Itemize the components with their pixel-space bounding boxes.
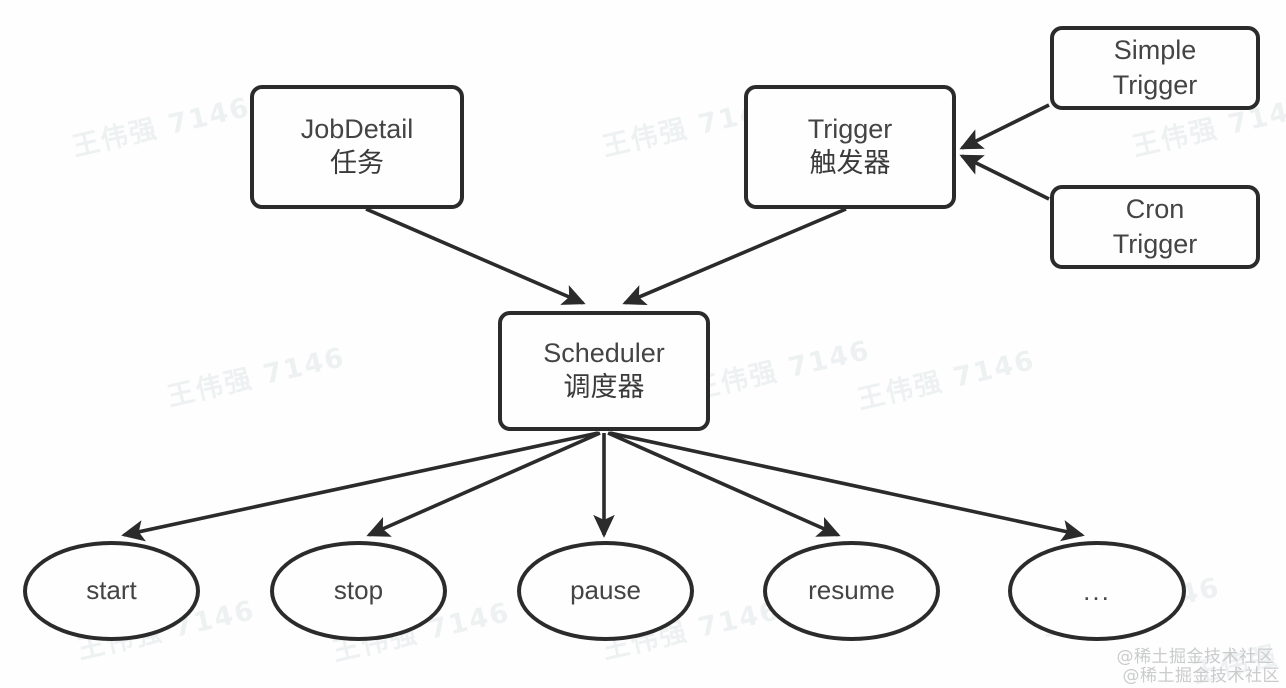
node-stop[interactable]: stop <box>270 541 447 641</box>
edge-simple-trigger-to-trigger <box>959 103 1050 150</box>
node-scheduler[interactable]: Scheduler 调度器 <box>498 311 710 431</box>
node-scheduler-label-cn: 调度器 <box>563 372 645 403</box>
node-trigger-label-en: Trigger <box>807 114 893 145</box>
node-cron-trigger[interactable]: Cron Trigger <box>1050 185 1260 269</box>
node-trigger[interactable]: Trigger 触发器 <box>744 85 956 209</box>
edge-scheduler-to-start <box>121 431 599 542</box>
edge-scheduler-to-resume <box>607 431 841 537</box>
node-cron-trigger-label-line2: Trigger <box>1112 229 1198 259</box>
node-ellipsis-label: ... <box>1083 575 1111 606</box>
edge-trigger-to-scheduler <box>622 207 847 306</box>
node-ellipsis[interactable]: ... <box>1008 541 1186 641</box>
edge-cron-trigger-to-trigger <box>959 154 1050 201</box>
node-resume-label: resume <box>808 575 895 606</box>
edge-scheduler-to-ellipsis <box>609 431 1085 542</box>
node-scheduler-label-en: Scheduler <box>543 338 665 369</box>
node-cron-trigger-label-line1: Cron <box>1125 194 1185 225</box>
node-jobdetail-label-en: JobDetail <box>300 114 414 145</box>
node-jobdetail-label-cn: 任务 <box>330 148 384 179</box>
node-simple-trigger[interactable]: Simple Trigger <box>1050 26 1260 110</box>
node-trigger-label-cn: 触发器 <box>809 148 891 179</box>
node-stop-label: stop <box>333 575 384 606</box>
node-simple-trigger-label-line1: Simple <box>1113 35 1197 66</box>
node-resume[interactable]: resume <box>763 541 940 641</box>
node-pause[interactable]: pause <box>517 541 694 641</box>
edge-scheduler-to-stop <box>366 431 601 537</box>
node-simple-trigger-label-line2: Trigger <box>1112 70 1198 100</box>
node-jobdetail[interactable]: JobDetail 任务 <box>250 85 464 209</box>
node-pause-label: pause <box>570 575 641 606</box>
node-start[interactable]: start <box>23 541 200 641</box>
edge-jobdetail-to-scheduler <box>365 207 586 305</box>
node-start-label: start <box>86 575 137 606</box>
